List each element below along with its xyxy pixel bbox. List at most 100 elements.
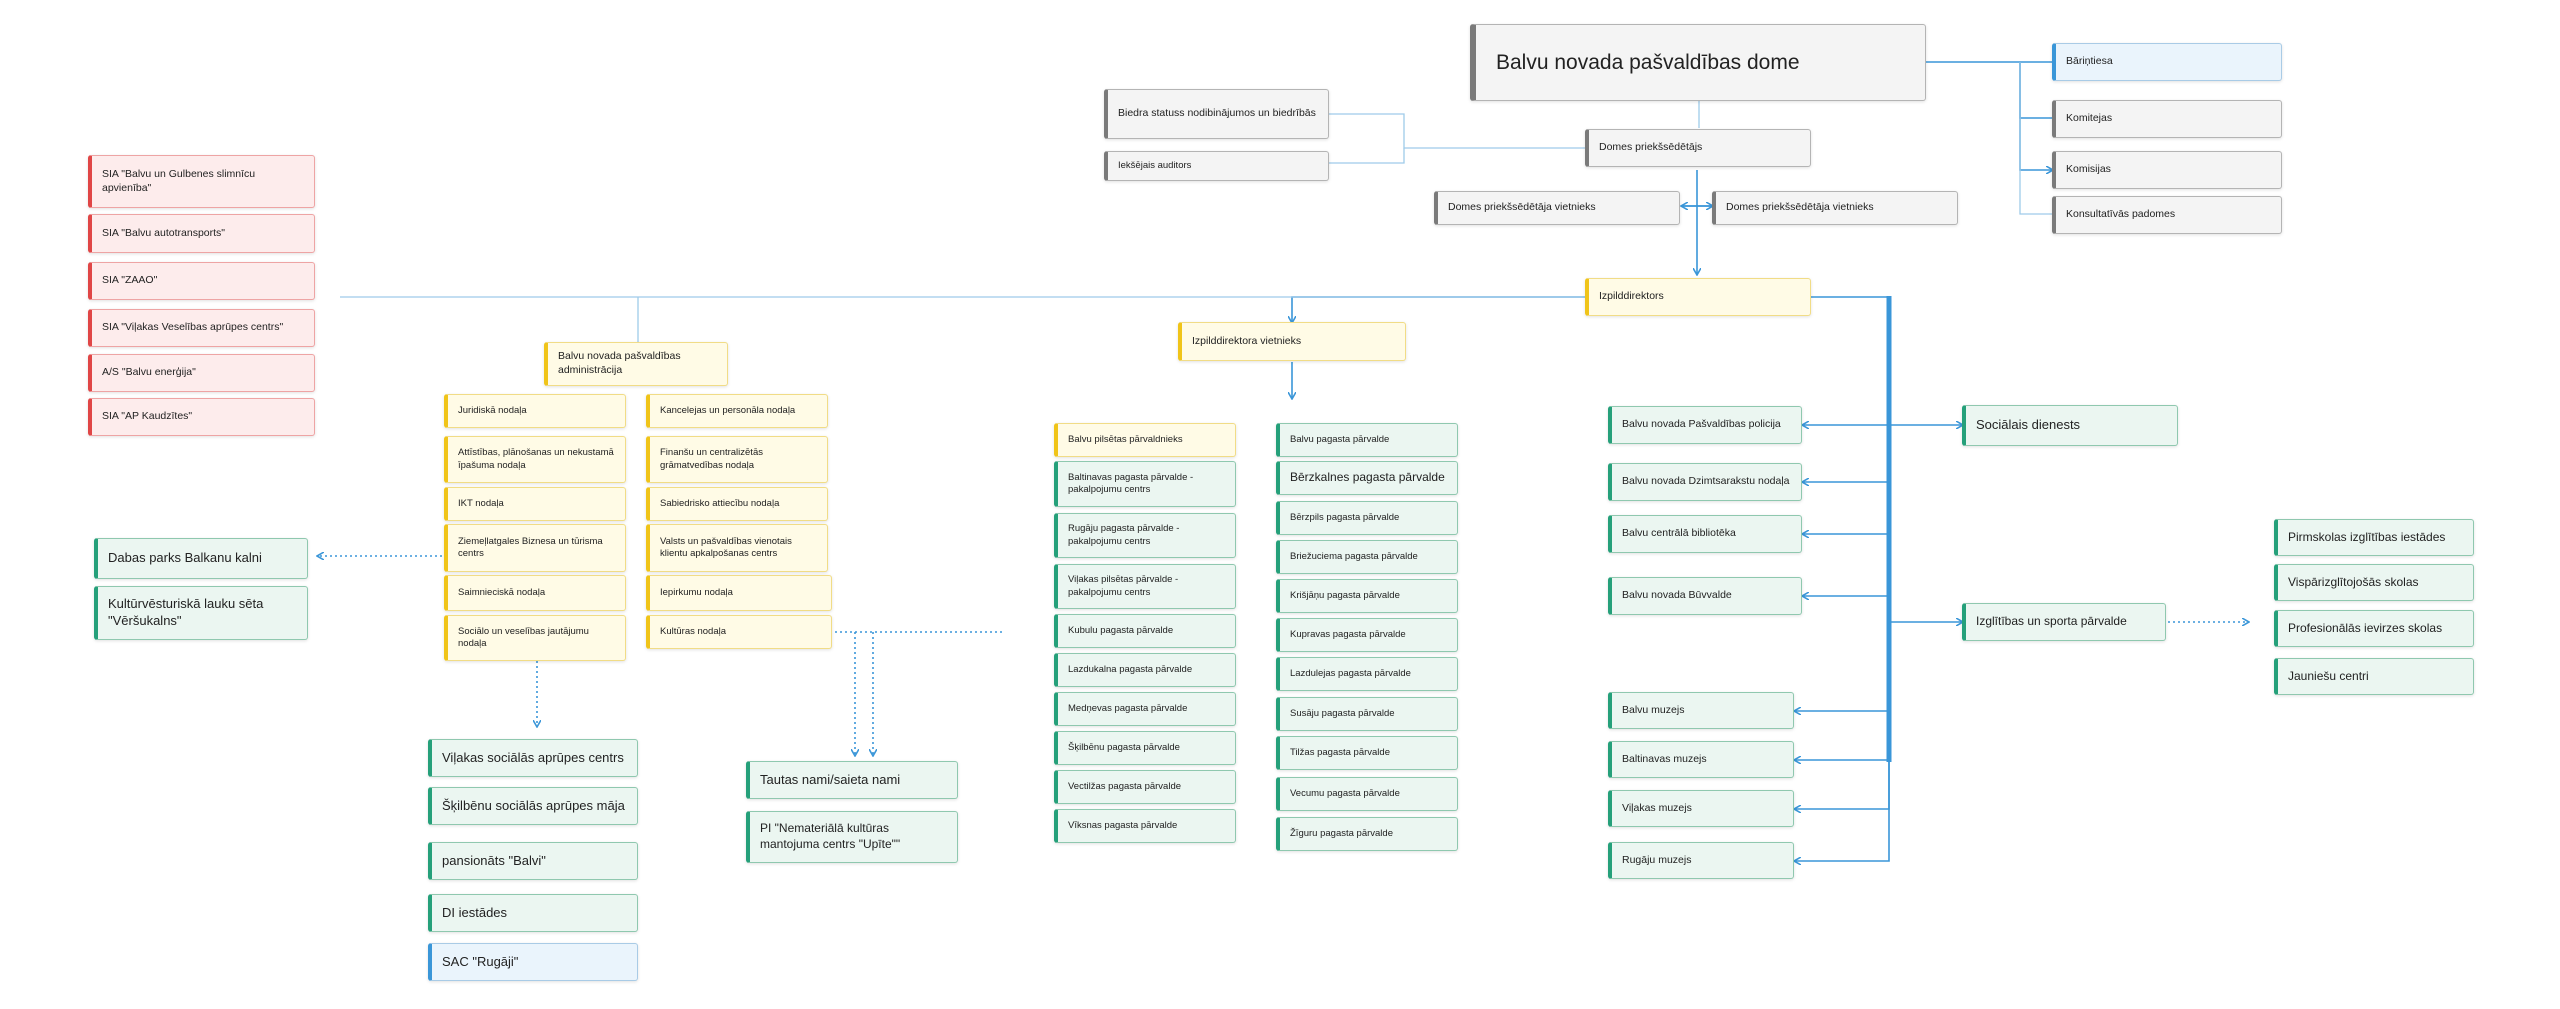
berzkalnes-node[interactable]: Bērzkalnes pagasta pārvalde [1276, 461, 1458, 495]
juridiska-node[interactable]: Juridiskā nodaļa [444, 394, 626, 428]
krisjanu-node[interactable]: Krišjāņu pagasta pārvalde [1276, 579, 1458, 613]
ziemellatgales-node[interactable]: Ziemeļlatgales Biznesa un tūrisma centrs [444, 524, 626, 572]
dabas-parks-label: Dabas parks Balkanu kalni [108, 550, 262, 566]
balvu-muzejs-node[interactable]: Balvu muzejs [1608, 692, 1794, 729]
barintiesa-label: Bāriņtiesa [2066, 55, 2113, 68]
pirmsskolas-label: Pirmskolas izglītības iestādes [2288, 529, 2446, 544]
jauniesu-node[interactable]: Jauniešu centri [2274, 658, 2474, 695]
vecumu-node[interactable]: Vecumu pagasta pārvalde [1276, 777, 1458, 811]
izp-vietnieks-node[interactable]: Izpilddirektora vietnieks [1178, 322, 1406, 361]
kancelejas-node[interactable]: Kancelejas un personāla nodaļa [646, 394, 828, 428]
sac-rugaji-node[interactable]: SAC "Rugāji" [428, 943, 638, 981]
versukalns-node[interactable]: Kultūrvēsturiskā lauku sēta "Vēršukalns" [94, 586, 308, 640]
visparizglitojosas-node[interactable]: Vispārizglītojošās skolas [2274, 564, 2474, 601]
baltinavas-muzejs-node[interactable]: Baltinavas muzejs [1608, 741, 1794, 778]
auditors-node[interactable]: Iekšējais auditors [1104, 151, 1329, 181]
sia-zaao-node[interactable]: SIA "ZAAO" [88, 262, 315, 300]
sia-slimnica-node[interactable]: SIA "Balvu un Gulbenes slimnīcu apvienīb… [88, 155, 315, 208]
tautas-nami-node[interactable]: Tautas nami/saieta nami [746, 761, 958, 799]
sia-autotransports-label: SIA "Balvu autotransports" [102, 226, 226, 239]
balvu-pagasta-node[interactable]: Balvu pagasta pārvalde [1276, 423, 1458, 457]
balvu-pagasta-label: Balvu pagasta pārvalde [1290, 433, 1390, 445]
skilbenu-pv-node[interactable]: Šķilbēnu pagasta pārvalde [1054, 731, 1236, 765]
priekssedetajs-label: Domes priekšsēdētājs [1599, 141, 1703, 154]
ziemellatgales-label: Ziemeļlatgales Biznesa un tūrisma centrs [458, 535, 603, 559]
briezuciema-node[interactable]: Briežuciema pagasta pārvalde [1276, 540, 1458, 574]
sia-kaudzites-label: SIA "AP Kaudzītes" [102, 410, 193, 423]
pansionats-node[interactable]: pansionāts "Balvi" [428, 842, 638, 880]
di-iestades-node[interactable]: DI iestādes [428, 894, 638, 932]
kubulu-label: Kubulu pagasta pārvalde [1068, 624, 1174, 636]
vilakas-soc-node[interactable]: Viļakas sociālās aprūpes centrs [428, 739, 638, 777]
susaju-node[interactable]: Susāju pagasta pārvalde [1276, 697, 1458, 731]
kupravas-label: Kupravas pagasta pārvalde [1290, 628, 1406, 640]
komisijas-node[interactable]: Komisijas [2052, 151, 2282, 189]
vilakas-soc-label: Viļakas sociālās aprūpes centrs [442, 749, 624, 765]
socialais-node[interactable]: Sociālais dienests [1962, 405, 2178, 446]
priekssedetajs-node[interactable]: Domes priekšsēdētājs [1585, 129, 1811, 167]
berzpils-node[interactable]: Bērzpils pagasta pārvalde [1276, 501, 1458, 535]
balvu-pilsetas-node[interactable]: Balvu pilsētas pārvaldnieks [1054, 423, 1236, 457]
lazdukalna-node[interactable]: Lazdukalna pagasta pārvalde [1054, 653, 1236, 687]
biedra-node[interactable]: Biedra statuss nodibinājumos un biedrībā… [1104, 89, 1329, 139]
policija-node[interactable]: Balvu novada Pašvaldības policija [1608, 406, 1802, 444]
finansu-node[interactable]: Finanšu un centralizētās grāmatvedības n… [646, 436, 828, 483]
izpilddirektors-node[interactable]: Izpilddirektors [1585, 278, 1811, 316]
sociala-jaut-node[interactable]: Sociālo un veselības jautājumu nodaļa [444, 615, 626, 661]
vilakas-pilsetas-node[interactable]: Viļakas pilsētas pārvalde - pakalpojumu … [1054, 564, 1236, 609]
rugaju-muzejs-node[interactable]: Rugāju muzejs [1608, 842, 1794, 879]
sia-vilakas-node[interactable]: SIA "Viļakas Veselības aprūpes centrs" [88, 309, 315, 347]
dome-node[interactable]: Balvu novada pašvaldības dome [1470, 24, 1926, 101]
rugaju-pv-node[interactable]: Rugāju pagasta pārvalde - pakalpojumu ce… [1054, 513, 1236, 558]
ziguru-node[interactable]: Žīguru pagasta pārvalde [1276, 817, 1458, 851]
viksnas-node[interactable]: Vīksnas pagasta pārvalde [1054, 809, 1236, 843]
barintiesa-node[interactable]: Bāriņtiesa [2052, 43, 2282, 81]
attistibas-node[interactable]: Attīstības, plānošanas un nekustamā īpaš… [444, 436, 626, 483]
profesionalas-node[interactable]: Profesionālās ievirzes skolas [2274, 610, 2474, 647]
vietnieks2-node[interactable]: Domes priekšsēdētāja vietnieks [1712, 191, 1958, 225]
saimnieciska-node[interactable]: Saimnieciskā nodaļa [444, 575, 626, 611]
lazdulejas-node[interactable]: Lazdulejas pagasta pārvalde [1276, 657, 1458, 691]
lazdulejas-label: Lazdulejas pagasta pārvalde [1290, 667, 1411, 679]
as-energija-node[interactable]: A/S "Balvu enerģija" [88, 354, 315, 392]
kulturas-label: Kultūras nodaļa [660, 625, 727, 637]
lazdukalna-label: Lazdukalna pagasta pārvalde [1068, 663, 1193, 675]
baltinavas-pv-node[interactable]: Baltinavas pagasta pārvalde - pakalpojum… [1054, 461, 1236, 507]
sac-rugaji-label: SAC "Rugāji" [442, 953, 519, 969]
dzimtsarakstu-node[interactable]: Balvu novada Dzimtsarakstu nodaļa [1608, 463, 1802, 501]
ikt-node[interactable]: IKT nodaļa [444, 487, 626, 521]
tautas-nami-label: Tautas nami/saieta nami [760, 771, 901, 787]
konsultativas-node[interactable]: Konsultatīvās padomes [2052, 196, 2282, 234]
pirmsskolas-node[interactable]: Pirmskolas izglītības iestādes [2274, 519, 2474, 556]
pi-upite-node[interactable]: PI "Nemateriālā kultūras mantojuma centr… [746, 811, 958, 863]
buvvalde-node[interactable]: Balvu novada Būvvalde [1608, 577, 1802, 615]
sia-autotransports-node[interactable]: SIA "Balvu autotransports" [88, 214, 315, 253]
administracija-node[interactable]: Balvu novada pašvaldības administrācija [544, 342, 728, 386]
sabiedrisko-node[interactable]: Sabiedrisko attiecību nodaļa [646, 487, 828, 521]
komisijas-label: Komisijas [2066, 163, 2111, 176]
kupravas-node[interactable]: Kupravas pagasta pārvalde [1276, 618, 1458, 652]
izp-vietnieks-label: Izpilddirektora vietnieks [1192, 334, 1302, 347]
kulturas-node[interactable]: Kultūras nodaļa [646, 615, 832, 649]
mednevas-node[interactable]: Medņevas pagasta pārvalde [1054, 692, 1236, 726]
valsts-node[interactable]: Valsts un pašvaldības vienotais klientu … [646, 524, 828, 572]
konsultativas-label: Konsultatīvās padomes [2066, 208, 2176, 221]
wire-biedra-auditor [1328, 113, 1586, 149]
biblioteka-node[interactable]: Balvu centrālā bibliotēka [1608, 515, 1802, 553]
izglitibas-node[interactable]: Izglītības un sporta pārvalde [1962, 603, 2166, 641]
kubulu-node[interactable]: Kubulu pagasta pārvalde [1054, 614, 1236, 648]
skilbenu-soc-node[interactable]: Šķilbēnu sociālās aprūpes māja [428, 787, 638, 825]
vectilzas-node[interactable]: Vectilžas pagasta pārvalde [1054, 770, 1236, 804]
komitejas-node[interactable]: Komitejas [2052, 100, 2282, 138]
sociala-jaut-label: Sociālo un veselības jautājumu nodaļa [458, 625, 589, 649]
tilzas-node[interactable]: Tilžas pagasta pārvalde [1276, 736, 1458, 770]
jauniesu-label: Jauniešu centri [2288, 668, 2369, 683]
buvvalde-label: Balvu novada Būvvalde [1622, 589, 1732, 602]
vietnieks1-node[interactable]: Domes priekšsēdētāja vietnieks [1434, 191, 1680, 225]
vilakas-muzejs-node[interactable]: Viļakas muzejs [1608, 790, 1794, 827]
sia-kaudzites-node[interactable]: SIA "AP Kaudzītes" [88, 398, 315, 436]
iepirkumu-node[interactable]: Iepirkumu nodaļa [646, 575, 832, 611]
dabas-parks-node[interactable]: Dabas parks Balkanu kalni [94, 538, 308, 579]
di-iestades-label: DI iestādes [442, 904, 508, 920]
